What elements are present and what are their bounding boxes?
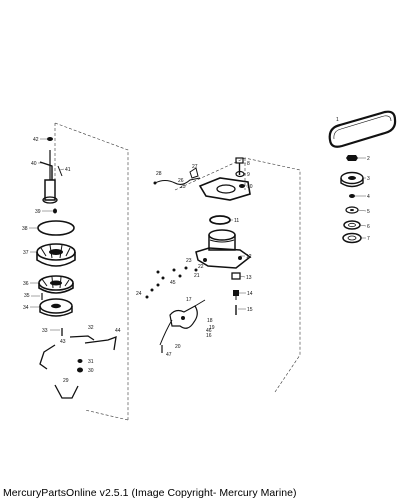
flywheel-part-37 — [36, 243, 76, 267]
housing-part-12 — [195, 229, 252, 269]
plate-part-34 — [39, 298, 73, 317]
pulley-half-part-7 — [342, 232, 362, 244]
ring-part-38 — [37, 220, 75, 236]
clamp-part-13 — [231, 272, 241, 280]
callout-46: 46 — [206, 328, 212, 334]
callout-42: 42 — [33, 137, 39, 143]
callout-14: 14 — [247, 291, 253, 297]
bracket-part-27 — [189, 167, 199, 179]
callout-8: 8 — [247, 161, 250, 167]
callout-32: 32 — [88, 325, 94, 331]
callout-39: 39 — [35, 209, 41, 215]
callout-13: 13 — [246, 275, 252, 281]
callout-10: 10 — [247, 184, 253, 190]
drive-belt — [328, 110, 397, 148]
callout-11: 11 — [234, 218, 239, 224]
spacer-part-5 — [345, 206, 359, 214]
callout-20: 20 — [175, 344, 181, 350]
callout-40: 40 — [31, 161, 37, 167]
callout-44: 44 — [115, 328, 121, 334]
callout-35: 35 — [24, 293, 30, 299]
callout-15: 15 — [247, 307, 253, 313]
callout-12: 12 — [246, 254, 252, 260]
link-part-32 — [69, 335, 95, 341]
callout-2: 2 — [367, 156, 370, 162]
callout-43: 43 — [60, 339, 66, 345]
callout-16: 16 — [206, 333, 212, 339]
callout-26: 26 — [178, 178, 184, 184]
callout-labels: 1 2 3 4 5 6 7 8 9 10 11 12 13 14 15 16 1… — [22, 117, 370, 384]
callout-24: 24 — [136, 291, 142, 297]
wiring-part-28 — [153, 177, 201, 186]
washer-part-4 — [349, 194, 355, 198]
callout-9: 9 — [247, 172, 250, 178]
callout-34: 34 — [23, 305, 29, 311]
link-part-29 — [54, 384, 79, 399]
small-hardware-cluster — [145, 266, 198, 299]
callout-4: 4 — [367, 194, 370, 200]
callout-17: 17 — [186, 297, 192, 303]
washer-part-6 — [343, 220, 361, 230]
leader-lines — [29, 138, 367, 331]
rod-part-43 — [39, 344, 56, 370]
screw-part-8 — [235, 157, 244, 175]
callout-1: 1 — [336, 117, 339, 123]
copyright-footer: MercuryPartsOnline v2.5.1 (Image Copyrig… — [3, 487, 297, 499]
nut-part-2 — [346, 155, 358, 161]
callout-30: 30 — [88, 368, 94, 374]
spring-part-41 — [57, 165, 63, 177]
callout-47: 47 — [166, 352, 172, 358]
callout-5: 5 — [367, 209, 370, 215]
callout-25: 25 — [180, 184, 186, 190]
callout-41: 41 — [65, 167, 71, 173]
oring-part-11 — [209, 215, 231, 225]
bolt-part-14 — [233, 290, 239, 300]
callout-23: 23 — [186, 258, 192, 264]
pin-part-39 — [53, 208, 57, 214]
callout-22: 22 — [198, 264, 204, 270]
callout-18: 18 — [207, 318, 213, 324]
callout-33: 33 — [42, 328, 48, 334]
stator-part-36 — [38, 275, 74, 294]
callout-45: 45 — [170, 280, 176, 286]
bushing-part-31 — [77, 359, 83, 363]
callout-28: 28 — [156, 171, 162, 177]
shaft-part-40 — [39, 150, 58, 204]
callout-38: 38 — [22, 226, 28, 232]
callout-27: 27 — [192, 164, 198, 170]
callout-7: 7 — [367, 236, 370, 242]
callout-29: 29 — [63, 378, 69, 384]
nut-part-42 — [47, 137, 53, 141]
callout-31: 31 — [88, 359, 94, 365]
dashed-assembly-lines — [54, 122, 301, 421]
washer-part-30 — [77, 367, 83, 373]
callout-19: 19 — [209, 325, 215, 331]
callout-36: 36 — [23, 281, 29, 287]
callout-37: 37 — [23, 250, 29, 256]
callout-21: 21 — [194, 273, 200, 279]
callout-3: 3 — [367, 176, 370, 182]
bracket-housing-part-10 — [198, 177, 251, 201]
pulley-part-3 — [340, 171, 364, 188]
callout-6: 6 — [367, 224, 370, 230]
link-part-44 — [84, 336, 117, 351]
switch-assembly-part-17 — [159, 299, 206, 346]
